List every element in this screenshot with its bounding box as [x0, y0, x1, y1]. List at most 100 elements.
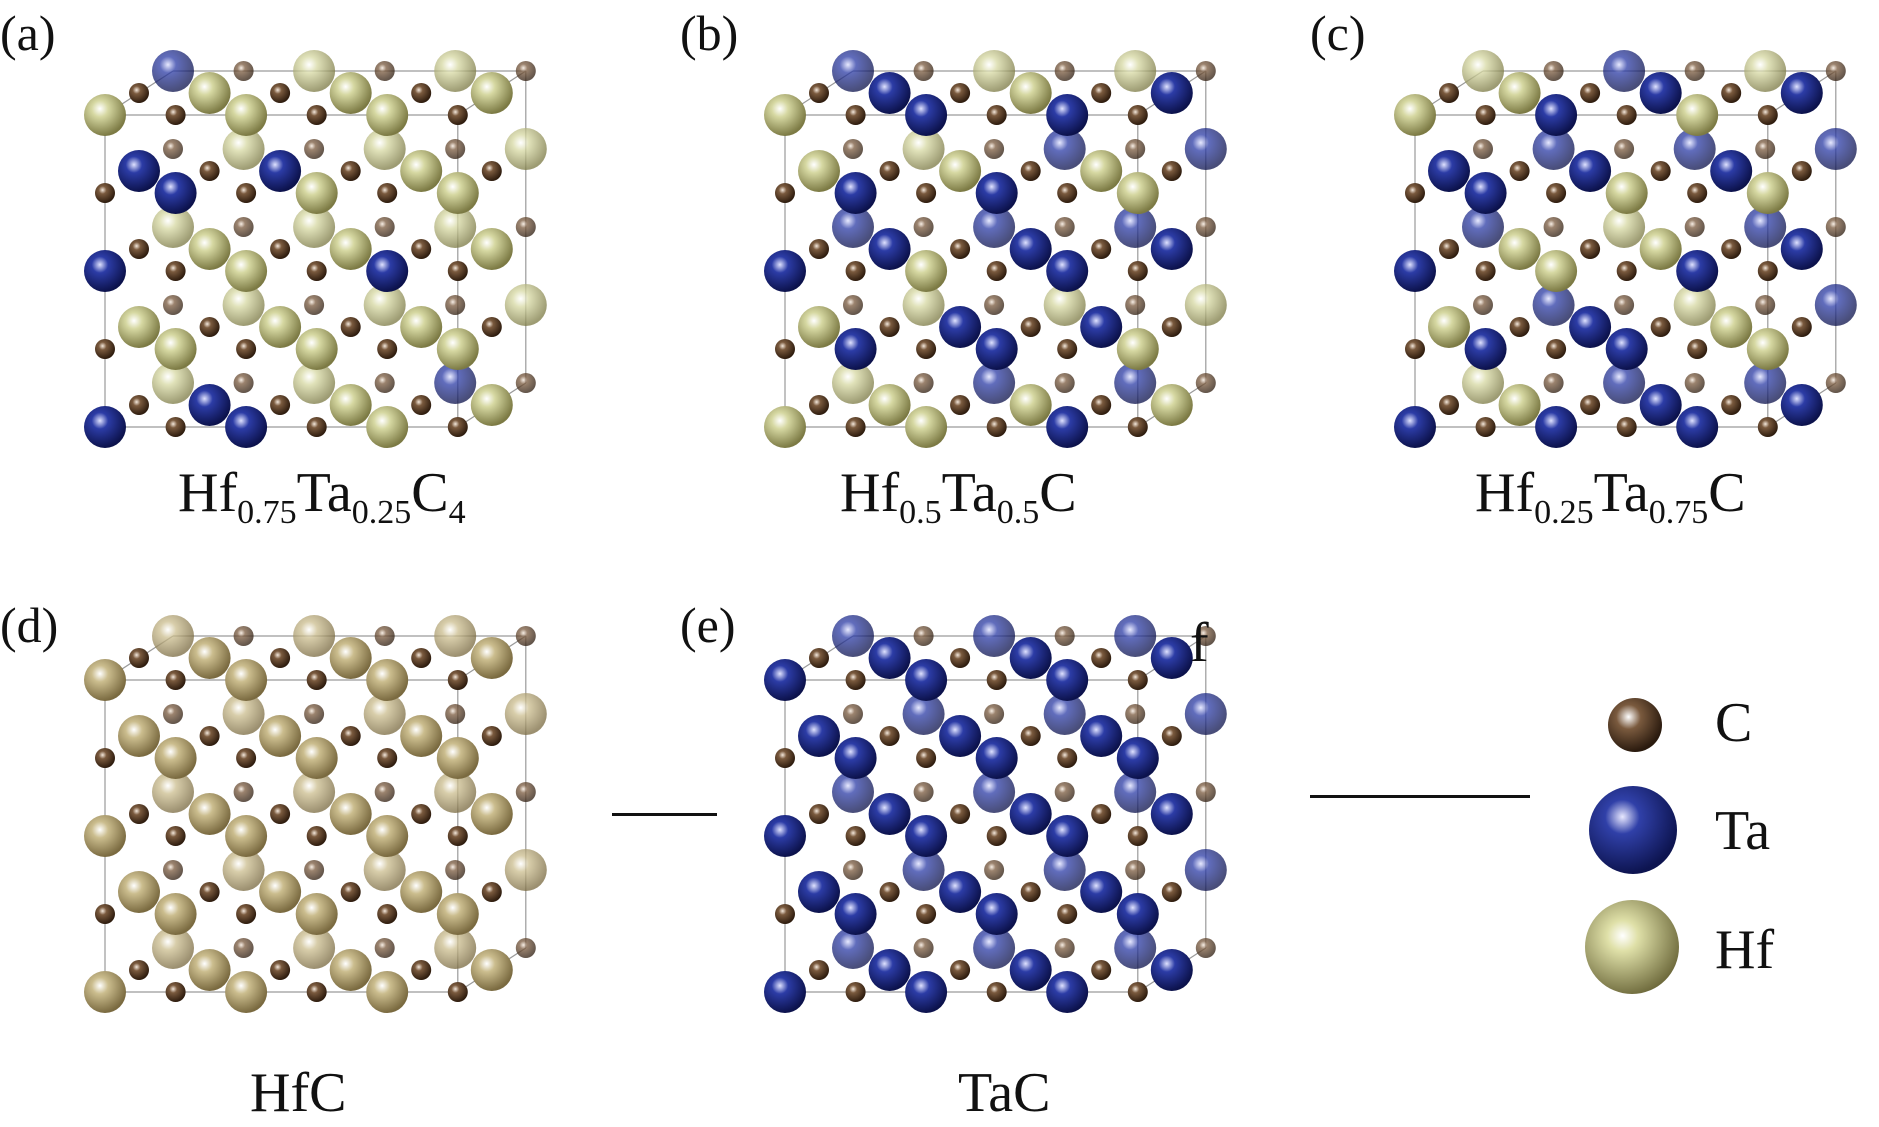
tantalum-atom — [832, 615, 874, 657]
tantalum-atom — [905, 659, 948, 701]
carbon-atom — [1195, 217, 1216, 237]
formula-text: Ta — [941, 462, 997, 524]
carbon-atom — [270, 804, 291, 824]
carbon-atom — [515, 217, 536, 237]
hafnium-atom — [1428, 306, 1470, 348]
carbon-atom — [95, 339, 115, 359]
hafnium-atom — [222, 849, 265, 891]
carbon-atom — [165, 261, 186, 281]
hafnium-atom — [764, 406, 806, 448]
tantalum-atom — [764, 815, 806, 857]
carbon-atom — [306, 982, 327, 1002]
tantalum-atom — [973, 927, 1016, 969]
hafnium-atom — [1462, 50, 1504, 92]
hafnium-atom — [118, 306, 160, 348]
legend-item-c: C — [1600, 690, 1752, 765]
carbon-atom — [306, 417, 327, 437]
hafnium-atom — [222, 284, 265, 326]
carbon-atom — [843, 139, 863, 159]
carbon-atom — [165, 105, 186, 125]
hafnium-atom — [366, 815, 409, 857]
carbon-atom — [1057, 183, 1078, 203]
tantalum-atom — [1639, 384, 1682, 426]
tantalum-atom — [798, 871, 840, 913]
carbon-atom — [1125, 704, 1146, 724]
tantalum-atom — [1114, 927, 1157, 969]
carbon-atom — [809, 960, 829, 980]
carbon-atom — [1091, 239, 1112, 259]
hafnium-atom — [1009, 384, 1052, 426]
tantalum-atom — [832, 50, 874, 92]
carbon-atom — [1127, 670, 1148, 690]
tantalum-atom — [1780, 72, 1823, 114]
carbon-atom — [1580, 239, 1601, 259]
hafnium-atom — [1116, 172, 1159, 214]
carbon-atom — [165, 826, 186, 846]
carbon-atom — [913, 782, 934, 802]
tantalum-atom — [1116, 893, 1159, 935]
carbon-atom — [1757, 417, 1778, 437]
hafnium-atom — [939, 150, 982, 192]
tantalum-atom — [975, 737, 1018, 779]
tantalum-atom — [1150, 637, 1193, 679]
hafnium-atom — [152, 927, 194, 969]
carbon-atom — [1616, 105, 1637, 125]
tantalum-atom — [764, 659, 806, 701]
carbon-atom — [913, 61, 934, 81]
hafnium-atom — [905, 406, 948, 448]
carbon-atom — [340, 882, 361, 902]
tantalum-atom — [1009, 228, 1052, 270]
hafnium-atom — [363, 128, 406, 170]
carbon-atom — [1687, 339, 1708, 359]
carbon-atom — [845, 261, 866, 281]
panel-title-b: Hf0.5Ta0.5C — [840, 465, 1077, 530]
carbon-atom — [306, 826, 327, 846]
tantalum-atom — [84, 250, 126, 292]
tantalum-atom — [1046, 659, 1089, 701]
carbon-atom — [233, 61, 254, 81]
crystal-structure-e — [764, 615, 1227, 1013]
hafnium-atom — [329, 384, 372, 426]
carbon-atom — [986, 982, 1007, 1002]
hafnium-atom — [436, 737, 479, 779]
tantalum-atom — [1043, 693, 1086, 735]
hafnium-atom — [225, 94, 268, 136]
carbon-atom — [1721, 83, 1742, 103]
hafnium-atom — [152, 771, 194, 813]
carbon-atom — [1054, 938, 1075, 958]
carbon-atom — [447, 670, 468, 690]
hafnium-atom — [188, 72, 231, 114]
formula-text: Ta — [1593, 462, 1649, 524]
carbon-atom — [1195, 782, 1216, 802]
carbon-atom — [1127, 261, 1148, 281]
carbon-atom — [411, 395, 432, 415]
hafnium-atom — [259, 715, 302, 757]
tantalum-atom — [973, 615, 1016, 657]
tantalum-atom — [1710, 150, 1753, 192]
tantalum-atom — [1464, 328, 1507, 370]
hafnium-atom — [152, 362, 194, 404]
hafnium-atom — [504, 849, 547, 891]
carbon-atom — [1546, 183, 1567, 203]
tantalum-atom — [152, 50, 194, 92]
tantalum-atom — [1114, 362, 1157, 404]
carbon-atom — [1405, 339, 1425, 359]
tantalum-atom — [1780, 228, 1823, 270]
hafnium-atom — [293, 771, 336, 813]
tantalum-atom — [1532, 128, 1575, 170]
carbon-atom — [986, 105, 1007, 125]
tantalum-atom — [225, 406, 268, 448]
carbon-atom — [340, 726, 361, 746]
carbon-atom — [1791, 317, 1812, 337]
tantalum-atom — [1428, 150, 1470, 192]
carbon-atom — [411, 648, 432, 668]
carbon-atom — [1825, 217, 1846, 237]
hafnium-atom — [152, 615, 194, 657]
carbon-atom — [1580, 395, 1601, 415]
carbon-atom — [1127, 982, 1148, 1002]
hafnium-atom — [1746, 328, 1789, 370]
carbon-atom — [1020, 317, 1041, 337]
tantalum-atom — [975, 328, 1018, 370]
hafnium-atom — [225, 971, 268, 1013]
tantalum-atom — [1569, 150, 1612, 192]
